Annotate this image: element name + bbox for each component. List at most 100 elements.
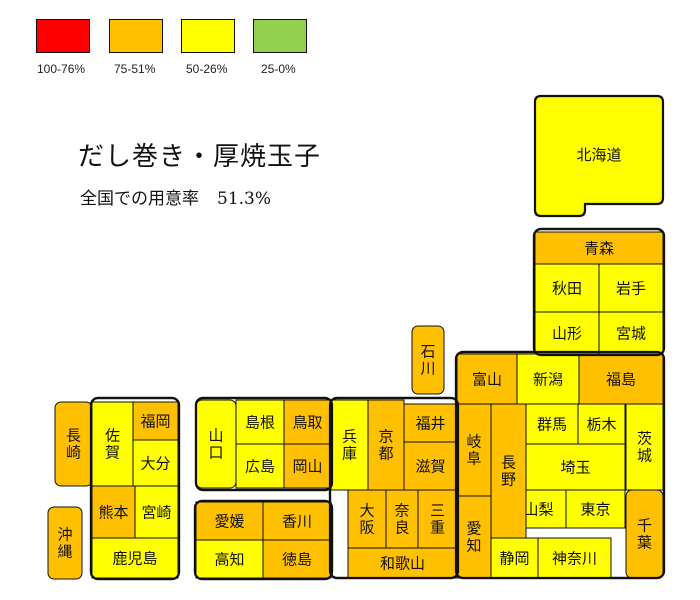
- prefecture-ehime[interactable]: 愛媛: [195, 501, 264, 541]
- prefecture-chiba[interactable]: 千葉: [625, 489, 664, 579]
- prefecture-toyama-label: 富山: [472, 371, 502, 389]
- prefecture-gifu[interactable]: 岐阜: [456, 403, 492, 497]
- prefecture-miyagi[interactable]: 宮城: [598, 311, 664, 355]
- prefecture-kagawa-cell: [262, 501, 332, 541]
- prefecture-hiroshima-cell: [235, 443, 285, 489]
- subtitle-label: 全国での用意率: [80, 189, 199, 209]
- prefecture-yamagata-label: 山形: [552, 325, 582, 343]
- prefecture-gunma-label: 群馬: [537, 416, 567, 434]
- prefecture-yamaguchi[interactable]: 山口: [195, 399, 237, 489]
- prefecture-nagano-cell: [490, 403, 527, 539]
- prefecture-gifu-label: 岐阜: [466, 433, 481, 468]
- prefecture-fukushima[interactable]: 福島: [578, 353, 664, 405]
- legend-label-75-51: 75-51%: [114, 62, 156, 76]
- prefecture-nara[interactable]: 奈良: [385, 489, 419, 549]
- prefecture-tottori-cell: [283, 399, 332, 445]
- prefecture-mie[interactable]: 三重: [417, 489, 458, 549]
- prefecture-tokyo[interactable]: 東京: [565, 489, 626, 529]
- prefecture-akita[interactable]: 秋田: [534, 263, 600, 313]
- prefecture-toyama-cell: [456, 353, 518, 405]
- legend-swatch-50-26: [181, 19, 235, 53]
- legend-label-50-26: 50-26%: [186, 62, 228, 76]
- prefecture-okayama[interactable]: 岡山: [283, 443, 332, 489]
- prefecture-gunma[interactable]: 群馬: [525, 403, 579, 445]
- region-chugoku-outline: [194, 396, 334, 492]
- prefecture-yamagata[interactable]: 山形: [534, 311, 600, 355]
- prefecture-shiga-label: 滋賀: [415, 458, 445, 476]
- prefecture-iwate[interactable]: 岩手: [598, 263, 664, 313]
- legend-swatch-100-76: [36, 19, 90, 53]
- prefecture-oita[interactable]: 大分: [132, 439, 179, 487]
- prefecture-tottori[interactable]: 鳥取: [283, 399, 332, 445]
- prefecture-niigata[interactable]: 新潟: [516, 353, 580, 405]
- prefecture-saga-cell: [91, 401, 134, 487]
- prefecture-tokushima-cell: [262, 539, 332, 579]
- prefecture-aomori-cell: [534, 231, 664, 265]
- prefecture-wakayama[interactable]: 和歌山: [347, 547, 458, 579]
- prefecture-kagoshima-label: 鹿児島: [112, 550, 157, 568]
- prefecture-kumamoto-label: 熊本: [98, 504, 128, 522]
- prefecture-shimane-cell: [235, 399, 285, 445]
- prefecture-nagasaki[interactable]: 長崎: [54, 401, 93, 487]
- prefecture-hokkaido[interactable]: 北海道: [533, 94, 665, 218]
- prefecture-miyazaki[interactable]: 宮崎: [134, 485, 179, 539]
- prefecture-toyama[interactable]: 富山: [456, 353, 518, 405]
- prefecture-tochigi[interactable]: 栃木: [577, 403, 626, 445]
- prefecture-saga[interactable]: 佐賀: [91, 401, 134, 487]
- prefecture-ishikawa-label: 石川: [420, 343, 435, 378]
- prefecture-kyoto[interactable]: 京都: [367, 399, 405, 491]
- prefecture-oita-label: 大分: [140, 455, 170, 473]
- prefecture-nagano[interactable]: 長野: [490, 403, 527, 539]
- prefecture-niigata-cell: [516, 353, 580, 405]
- prefecture-hokkaido-label: 北海道: [576, 146, 621, 164]
- prefecture-okayama-cell: [283, 443, 332, 489]
- prefecture-saitama[interactable]: 埼玉: [525, 443, 626, 491]
- prefecture-yamaguchi-label: 山口: [208, 427, 223, 462]
- prefecture-aichi[interactable]: 愛知: [456, 495, 492, 579]
- prefecture-nagasaki-label: 長崎: [66, 427, 81, 462]
- prefecture-kagoshima[interactable]: 鹿児島: [91, 537, 179, 579]
- prefecture-iwate-cell: [598, 263, 664, 313]
- prefecture-ishikawa-cell: [411, 325, 445, 395]
- prefecture-chiba-label: 千葉: [637, 517, 652, 552]
- prefecture-osaka[interactable]: 大阪: [347, 489, 387, 549]
- prefecture-shizuoka[interactable]: 静岡: [490, 537, 539, 579]
- prefecture-kumamoto[interactable]: 熊本: [91, 485, 136, 539]
- prefecture-kanagawa[interactable]: 神奈川: [537, 537, 612, 579]
- prefecture-okinawa-cell: [47, 506, 83, 580]
- prefecture-nagano-label: 長野: [501, 454, 516, 489]
- prefecture-fukui[interactable]: 福井: [403, 403, 458, 443]
- prefecture-aomori[interactable]: 青森: [534, 231, 664, 265]
- prefecture-okayama-label: 岡山: [292, 458, 322, 476]
- prefecture-saitama-label: 埼玉: [560, 459, 590, 477]
- prefecture-kochi-label: 高知: [214, 551, 244, 569]
- prefecture-tokyo-cell: [565, 489, 626, 529]
- prefecture-aomori-label: 青森: [584, 240, 614, 258]
- prefecture-kochi[interactable]: 高知: [195, 539, 264, 579]
- prefecture-hiroshima[interactable]: 広島: [235, 443, 285, 489]
- prefecture-kochi-cell: [195, 539, 264, 579]
- prefecture-fukuoka[interactable]: 福岡: [132, 401, 179, 441]
- region-mainland-outline: [454, 350, 666, 580]
- prefecture-ibaraki[interactable]: 茨城: [625, 403, 664, 491]
- legend-swatch-75-51: [109, 19, 163, 53]
- prefecture-wakayama-cell: [347, 547, 458, 579]
- prefecture-kanagawa-label: 神奈川: [552, 550, 597, 568]
- prefecture-shimane[interactable]: 島根: [235, 399, 285, 445]
- prefecture-tochigi-label: 栃木: [586, 416, 616, 434]
- prefecture-shiga-cell: [403, 441, 458, 491]
- prefecture-hyogo[interactable]: 兵庫: [330, 399, 369, 491]
- prefecture-tokushima[interactable]: 徳島: [262, 539, 332, 579]
- prefecture-kagawa[interactable]: 香川: [262, 501, 332, 541]
- prefecture-wakayama-label: 和歌山: [380, 555, 425, 573]
- prefecture-hyogo-label: 兵庫: [342, 428, 357, 463]
- prefecture-ibaraki-label: 茨城: [637, 430, 652, 465]
- prefecture-fukuoka-label: 福岡: [140, 413, 170, 431]
- legend-swatch-25-0: [253, 19, 307, 53]
- prefecture-shizuoka-label: 静岡: [499, 550, 529, 568]
- prefecture-shiga[interactable]: 滋賀: [403, 441, 458, 491]
- prefecture-ibaraki-cell: [625, 403, 664, 491]
- prefecture-ishikawa[interactable]: 石川: [411, 325, 445, 395]
- prefecture-okinawa[interactable]: 沖縄: [47, 506, 83, 580]
